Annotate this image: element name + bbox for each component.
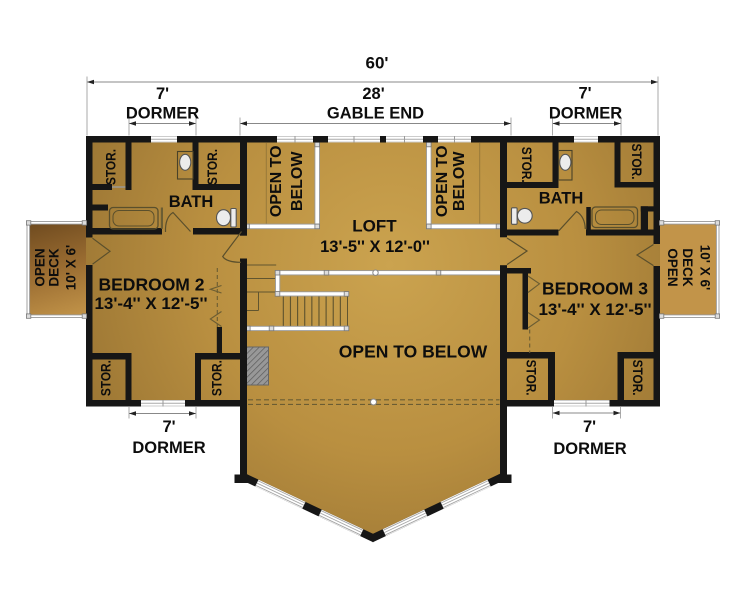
svg-text:DECK: DECK — [680, 248, 695, 287]
svg-text:OPEN: OPEN — [33, 248, 48, 286]
svg-text:OPEN TO: OPEN TO — [434, 145, 451, 217]
svg-text:DORMER: DORMER — [132, 439, 205, 457]
svg-text:GABLE END: GABLE END — [327, 105, 424, 123]
svg-text:DORMER: DORMER — [126, 105, 199, 123]
svg-text:DORMER: DORMER — [553, 440, 626, 458]
svg-text:10' X 6': 10' X 6' — [698, 245, 713, 290]
svg-text:BATH: BATH — [169, 193, 214, 211]
svg-text:28': 28' — [362, 85, 384, 103]
svg-text:STOR.: STOR. — [524, 360, 539, 396]
svg-text:BELOW: BELOW — [289, 151, 306, 211]
svg-text:BEDROOM 3: BEDROOM 3 — [542, 279, 648, 299]
svg-text:DECK: DECK — [47, 248, 62, 287]
svg-text:7': 7' — [162, 418, 175, 436]
svg-text:13'-4'' X 12'-5'': 13'-4'' X 12'-5'' — [94, 294, 207, 313]
svg-text:13'-5'' X 12'-0'': 13'-5'' X 12'-0'' — [320, 238, 430, 256]
svg-text:OPEN: OPEN — [665, 248, 680, 286]
svg-text:STOR.: STOR. — [205, 149, 220, 185]
svg-text:DORMER: DORMER — [549, 105, 622, 123]
svg-text:7': 7' — [583, 418, 596, 436]
svg-text:10' X 6': 10' X 6' — [64, 245, 79, 290]
svg-text:STOR.: STOR. — [519, 147, 534, 183]
svg-text:BATH: BATH — [539, 190, 584, 208]
svg-text:STOR.: STOR. — [104, 149, 119, 185]
svg-text:STOR.: STOR. — [209, 360, 224, 396]
svg-text:STOR.: STOR. — [629, 144, 644, 180]
svg-text:7': 7' — [578, 85, 591, 103]
svg-text:LOFT: LOFT — [352, 217, 397, 236]
svg-text:BELOW: BELOW — [451, 151, 468, 211]
svg-text:7': 7' — [156, 85, 169, 103]
svg-text:OPEN TO BELOW: OPEN TO BELOW — [339, 342, 488, 362]
svg-text:BEDROOM 2: BEDROOM 2 — [99, 275, 205, 295]
svg-text:OPEN TO: OPEN TO — [268, 145, 285, 217]
svg-text:STOR.: STOR. — [630, 360, 645, 396]
svg-text:13'-4'' X 12'-5'': 13'-4'' X 12'-5'' — [538, 300, 651, 319]
svg-text:60': 60' — [366, 54, 389, 73]
svg-text:STOR.: STOR. — [98, 360, 113, 396]
